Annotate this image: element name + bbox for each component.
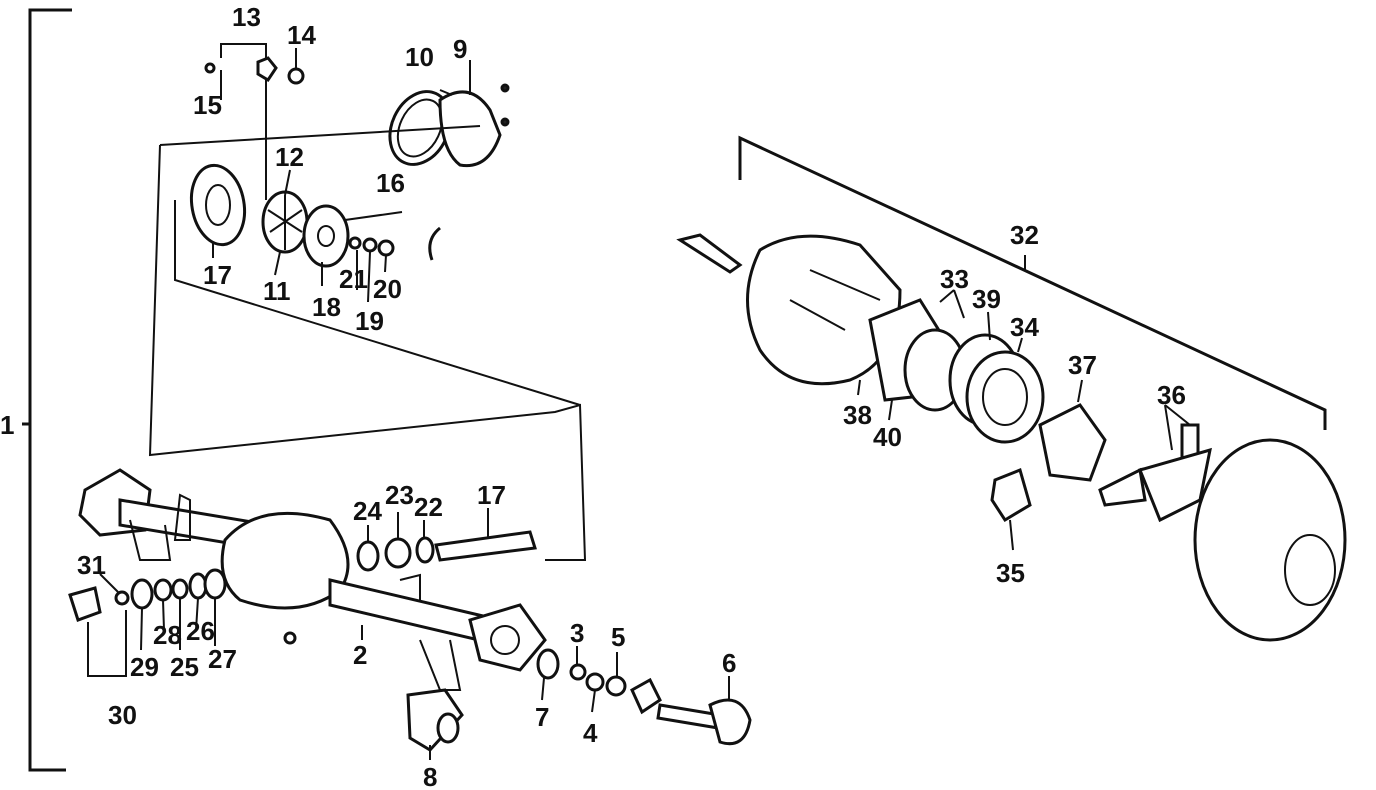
pinion-seal-parts (356, 530, 537, 572)
axle-shaft-parts (536, 648, 752, 746)
callout-26: 26 (186, 616, 215, 646)
callout-40: 40 (873, 422, 902, 452)
callout-18: 18 (312, 292, 341, 322)
callout-8: 8 (423, 762, 437, 790)
callout-30: 30 (108, 700, 137, 730)
callout-labels: 1 2 3 4 5 6 7 8 9 10 11 12 13 14 15 16 1… (0, 2, 1186, 790)
callout-11: 11 (263, 276, 291, 306)
diff-bracket-32 (738, 135, 1327, 430)
callout-6: 6 (722, 648, 736, 678)
callout-34: 34 (1010, 312, 1039, 342)
callout-17-shaft: 17 (477, 480, 506, 510)
callout-9: 9 (453, 34, 467, 64)
assembly-bracket-1 (22, 8, 72, 772)
callout-27: 27 (208, 644, 237, 674)
callout-10: 10 (405, 42, 434, 72)
callout-12: 12 (275, 142, 304, 172)
callout-17-top: 17 (203, 260, 232, 290)
callout-29: 29 (130, 652, 159, 682)
callout-19: 19 (355, 306, 384, 336)
callout-32: 32 (1010, 220, 1039, 250)
vent-group (204, 43, 305, 200)
callout-20: 20 (373, 274, 402, 304)
callout-24: 24 (353, 496, 382, 526)
callout-39: 39 (972, 284, 1001, 314)
callout-3: 3 (570, 618, 584, 648)
callout-1: 1 (0, 410, 14, 440)
callout-7: 7 (535, 702, 549, 732)
callout-13: 13 (232, 2, 261, 32)
axle-housing (78, 468, 547, 691)
callout-36: 36 (1157, 380, 1186, 410)
callout-15: 15 (193, 90, 222, 120)
callout-23: 23 (385, 480, 414, 510)
callout-33: 33 (940, 264, 969, 294)
carrier-subassembly (148, 125, 587, 561)
callout-37: 37 (1068, 350, 1097, 380)
callout-25: 25 (170, 652, 199, 682)
callout-4: 4 (583, 718, 598, 748)
diff-cover-gasket (388, 83, 510, 168)
callout-38: 38 (843, 400, 872, 430)
callout-16: 16 (376, 168, 405, 198)
callout-21: 21 (339, 264, 368, 294)
callout-28: 28 (153, 620, 182, 650)
differential-internals (676, 233, 1347, 642)
callout-14: 14 (287, 20, 316, 50)
bushing-part (406, 688, 464, 752)
callout-5: 5 (611, 622, 625, 652)
leader-lines (99, 48, 1191, 760)
callout-35: 35 (996, 558, 1025, 588)
callout-2: 2 (353, 640, 367, 670)
callout-22: 22 (414, 492, 443, 522)
